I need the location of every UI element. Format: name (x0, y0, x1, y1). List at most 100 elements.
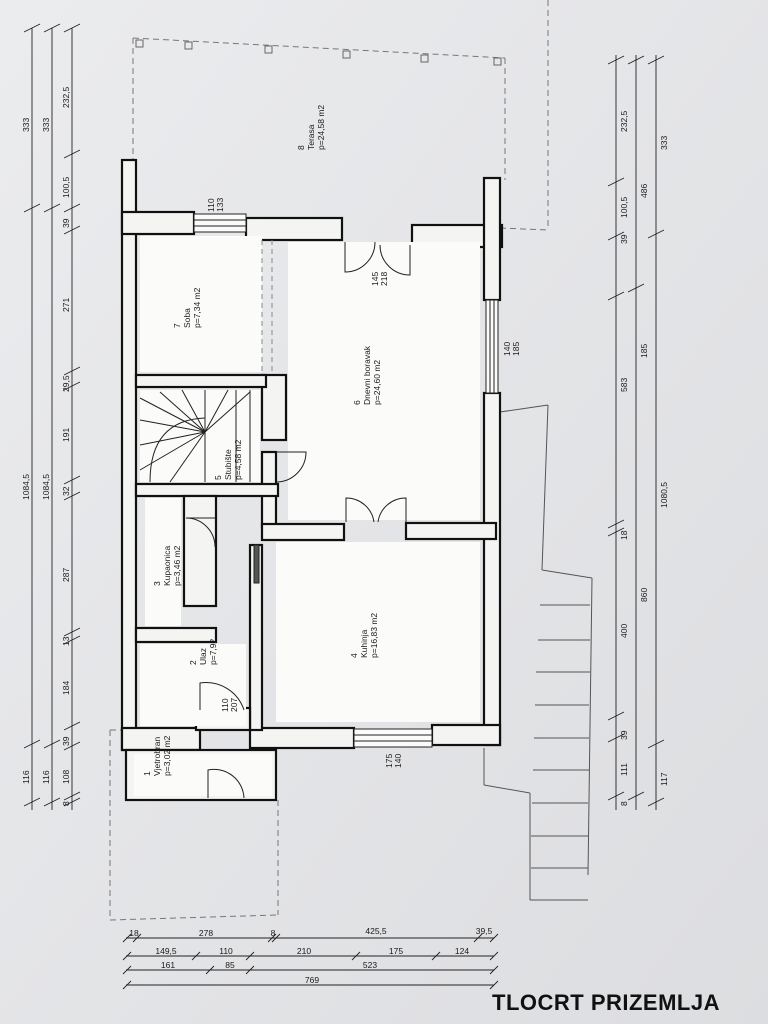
dimension-labels-left: 333 1084,5 116 333 1084,5 116 232,5 100,… (21, 86, 71, 806)
room-5-number: 5 (213, 475, 223, 480)
room-8-name: Terasa (306, 124, 316, 150)
room-5-area: p=4,58 m2 (233, 439, 243, 480)
dim-right-inner-2: 100,5 (619, 196, 629, 218)
interior-staircase (139, 389, 251, 483)
dim-left-inner-7: 32 (61, 486, 71, 496)
room-1-name: Vjetrobran (152, 737, 162, 776)
dim-right-mid-2: 860 (639, 588, 649, 602)
dim-right-inner-4: 185 (639, 344, 649, 358)
room-5-label: 5 Stubište p=4,58 m2 (213, 439, 243, 480)
room-6-area: p=24,60 m2 (372, 360, 382, 405)
dim-right-mid-1: 486 (639, 184, 649, 198)
room-3-number: 3 (152, 581, 162, 586)
room-6-name: Dnevni boravak (362, 345, 372, 405)
dim-left-inner-4: 271 (61, 298, 71, 312)
dimension-labels-bottom: 18 278 8 425,5 39,5 149,5 110 210 175 12… (129, 926, 492, 985)
opening-5-label: 175 140 (384, 754, 403, 768)
room-2-label: 2 Ulaz p=7,92 (188, 638, 218, 665)
opening-1-label: 110 133 (206, 198, 225, 212)
room-4-area: p=16,83 m2 (369, 613, 379, 658)
dim-left-inner-10: 184 (61, 681, 71, 695)
room-7-label: 7 Soba p=7,34 m2 (172, 287, 202, 328)
dim-left-mid-3: 116 (41, 770, 51, 784)
dim-left-inner-12: 108 (61, 770, 71, 784)
dim-left-inner-2: 100,5 (61, 176, 71, 198)
dim-right-outer-3: 117 (659, 772, 669, 786)
room-6-label: 6 Dnevni boravak p=24,60 m2 (352, 345, 382, 405)
dim-left-inner-11: 39 (61, 736, 71, 746)
room-1-area: p=3,02 m2 (162, 735, 172, 776)
dim-left-inner-6: 191 (61, 428, 71, 442)
opening-3-label: 140 185 (502, 342, 521, 356)
dim-right-inner-10: 8 (619, 801, 629, 806)
dim-left-inner-13: 8 (61, 801, 71, 806)
dim-bottom-r1-1: 18 (129, 928, 139, 938)
room-7-name: Soba (182, 308, 192, 328)
room-5-name: Stubište (223, 449, 233, 480)
dim-right-inner-3: 39 (619, 234, 629, 244)
room-4-label: 4 Kuhinja p=16,83 m2 (349, 613, 379, 658)
opening-4-width: 110 (220, 698, 230, 712)
dim-bottom-r2-4: 175 (389, 946, 403, 956)
room-1-label: 1 Vjetrobran p=3,02 m2 (142, 735, 172, 776)
dim-bottom-r4-1: 769 (305, 975, 319, 985)
room-fills (134, 236, 480, 796)
opening-2-width: 145 (370, 272, 380, 286)
dim-right-inner-1: 232,5 (619, 110, 629, 132)
dim-right-inner-8: 39 (619, 730, 629, 740)
dim-bottom-r1-3: 8 (271, 928, 276, 938)
room-2-area: p=7,92 (208, 638, 218, 665)
opening-labels: 110 133 145 218 140 185 110 207 175 140 (206, 198, 521, 768)
room-6-number: 6 (352, 400, 362, 405)
opening-4-label: 110 207 (220, 698, 239, 712)
dim-left-mid-1: 333 (41, 118, 51, 132)
dim-right-outer-2: 1080,5 (659, 482, 669, 508)
dim-left-inner-8: 287 (61, 568, 71, 582)
windows (193, 213, 499, 748)
opening-3-width: 140 (502, 342, 512, 356)
room-7-area: p=7,34 m2 (192, 287, 202, 328)
dim-right-inner-6: 18 (619, 530, 629, 540)
dim-right-inner-9: 111 (619, 763, 629, 776)
doors (185, 241, 411, 799)
dim-bottom-r3-1: 161 (161, 960, 175, 970)
dimension-lines-right (607, 55, 665, 810)
dim-left-outer-3: 116 (21, 770, 31, 784)
dim-left-inner-1: 232,5 (61, 86, 71, 108)
dim-bottom-r1-5: 39,5 (476, 926, 493, 936)
room-4-name: Kuhinja (359, 629, 369, 658)
room-8-number: 8 (296, 145, 306, 150)
room-8-area: p=24,58 m2 (316, 105, 326, 150)
dim-left-mid-2: 1084,5 (41, 474, 51, 500)
room-7-number: 7 (172, 323, 182, 328)
opening-5-width: 175 (384, 754, 394, 768)
dim-right-outer-1: 333 (659, 136, 669, 150)
dim-left-inner-5: 29,5 (61, 375, 71, 392)
dim-left-inner-3: 39 (61, 218, 71, 228)
dim-bottom-r2-1: 149,5 (155, 946, 177, 956)
opening-2-height: 218 (379, 272, 389, 286)
dimension-lines-left (23, 23, 81, 810)
opening-2-label: 145 218 (370, 272, 389, 286)
dim-right-inner-5: 583 (619, 378, 629, 392)
opening-3-height: 185 (511, 342, 521, 356)
dim-bottom-r2-5: 124 (455, 946, 469, 956)
room-2-number: 2 (188, 660, 198, 665)
room-8-label: 8 Terasa p=24,58 m2 (296, 105, 326, 150)
room-3-label: 3 Kupaonica p=3,46 m2 (152, 545, 182, 586)
dimension-labels-right: 232,5 100,5 39 185 583 18 400 39 111 8 4… (619, 110, 669, 806)
room-3-area: p=3,46 m2 (172, 545, 182, 586)
dim-bottom-r3-3: 523 (363, 960, 377, 970)
drawing-title: TLOCRT PRIZEMLJA (492, 990, 720, 1015)
room-1-number: 1 (142, 771, 152, 776)
opening-5-height: 140 (393, 754, 403, 768)
dashed-lines (261, 240, 273, 372)
dim-left-outer-1: 333 (21, 118, 31, 132)
dim-bottom-r1-2: 278 (199, 928, 213, 938)
dim-left-inner-9: 13 (61, 636, 71, 646)
room-4-number: 4 (349, 653, 359, 658)
dim-left-outer-2: 1084,5 (21, 474, 31, 500)
room-3-name: Kupaonica (162, 546, 172, 586)
room-labels: 1 Vjetrobran p=3,02 m2 2 Ulaz p=7,92 3 K… (142, 105, 382, 776)
